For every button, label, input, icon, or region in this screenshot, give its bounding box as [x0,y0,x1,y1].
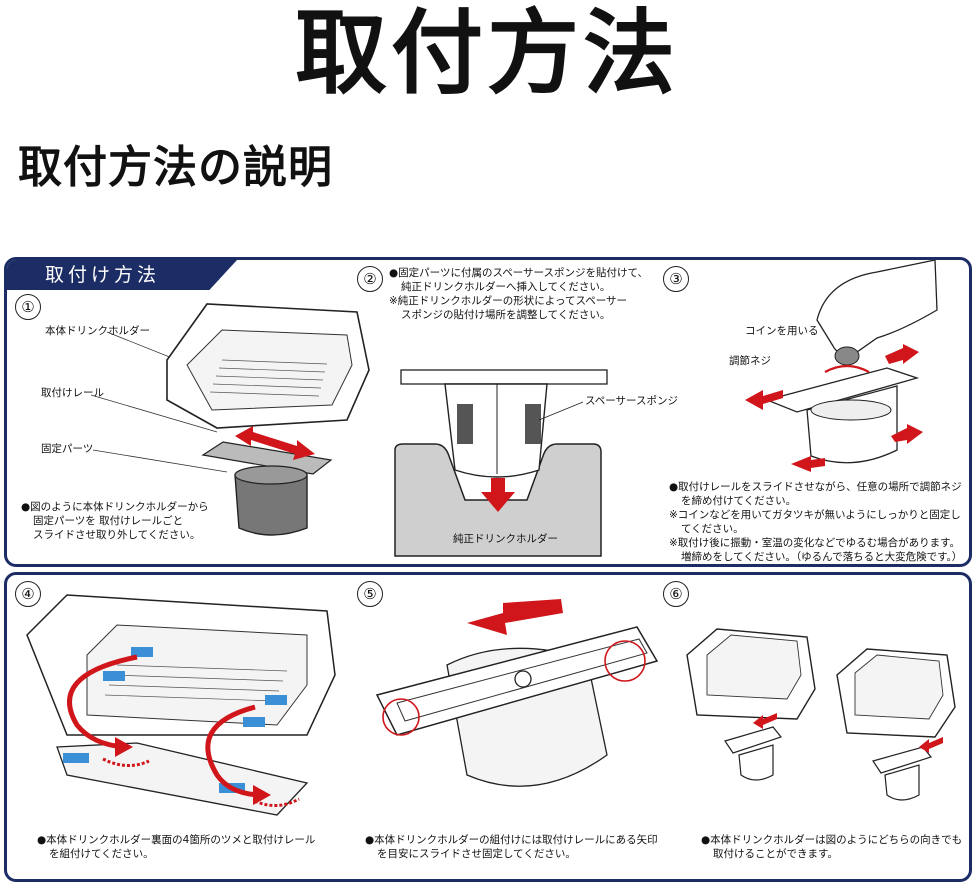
section-tab-header: 取付け方法 [7,260,237,290]
step-2-note: ●固定パーツに付属のスペーサースポンジを貼付けて、 純正ドリンクホルダーへ挿入し… [389,267,648,321]
step-1-label-rail: 取付けレール [41,387,104,399]
step-4-note: ●本体ドリンクホルダー裏面の4箇所のツメと取付けレール を組付けてください。 [37,834,316,860]
coin-icon [834,346,860,366]
step-1-label-fixed-part: 固定パーツ [41,443,94,455]
slide-arrow-icon [235,426,315,460]
step-3-note: ●取付けレールをスライドさせながら、任意の場所で調節ネジ を締め付けてください。… [669,481,963,563]
step-2-label-holder: 純正ドリンクホルダー [453,533,558,545]
clip-icon [103,671,125,681]
step-2-number: ② [357,266,383,292]
step-4-number: ④ [15,581,41,607]
step-5-note: ●本体ドリンクホルダーの組付けには取付けレールにある矢印 を目安にスライドさせ固… [365,834,658,860]
sub-title: 取付方法の説明 [18,142,333,193]
step-5-number: ⑤ [357,581,383,607]
clip-icon [131,647,153,657]
step-3-number: ③ [663,266,689,292]
step-1-note: ●図のように本体ドリンクホルダーから 固定パーツを 取付けレールごと スライドさ… [21,501,209,541]
slide-arrow-icon [467,599,563,635]
insert-arrow-icon [481,478,515,512]
step-1-number: ① [15,294,41,320]
step-6-note: ●本体ドリンクホルダーは図のようにどちらの向きでも 取付けることができます。 [701,834,963,860]
step-1-illustration [90,303,370,536]
step-4-illustration [26,594,336,816]
step-3-illustration [745,260,938,472]
step-1-label-holder: 本体ドリンクホルダー [45,325,150,337]
main-title: 取付方法 [294,0,679,107]
step-3-label-coin: コインを用いる [745,325,819,337]
instruction-panel-bottom: ④ ●本体ドリンクホルダー裏面の4箇所のツメと取付けレール を組付けてください。… [4,572,972,882]
step-6-number: ⑥ [663,581,689,607]
step-5-illustration [375,599,659,787]
step-3-label-screw: 調節ネジ [729,355,771,367]
hand-icon [816,260,938,355]
step-2-illustration [394,369,608,557]
step-2-label-sponge: スペーサースポンジ [585,395,679,407]
step-6-illustration [686,628,956,801]
clip-icon [265,695,287,705]
clip-icon [243,717,265,727]
instruction-panel-top: 取付け方法 ① 本体ドリンクホルダー 取付けレール 固定パーツ ●図のように本体… [4,257,972,567]
